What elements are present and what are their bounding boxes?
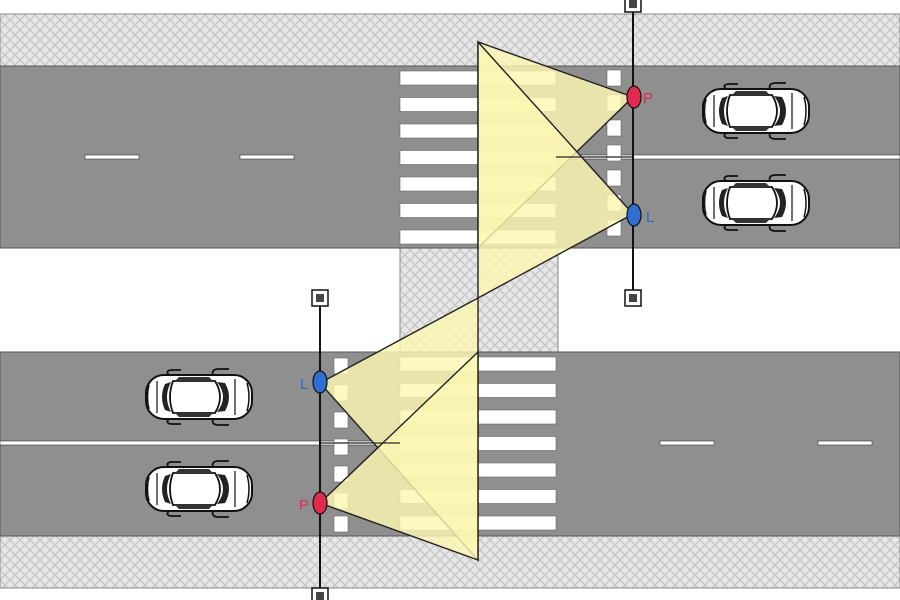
car-icon	[145, 460, 253, 518]
lamp-label-bottom-p: P	[299, 497, 309, 514]
car-icon	[145, 368, 253, 426]
car-icon	[702, 174, 810, 232]
lamp-head-top-p	[626, 85, 642, 109]
street-lamp-icon	[319, 0, 634, 600]
light-cone-top-l	[477, 40, 635, 300]
lamp-head-bottom-l	[312, 370, 328, 394]
car-icon	[702, 82, 810, 140]
light-cone-bottom-p	[318, 350, 479, 561]
lamp-label-top-p: P	[643, 90, 653, 107]
pole-base-icon	[624, 289, 642, 307]
lamp-head-bottom-p	[312, 491, 328, 515]
pole-base-icon	[624, 0, 642, 13]
light-cones	[318, 40, 635, 562]
lamp-head-top-l	[626, 203, 642, 227]
sidewalk-top	[0, 13, 900, 67]
pole-base-icon	[311, 289, 329, 307]
pole-base-icon	[311, 587, 329, 600]
lamp-label-bottom-l: L	[300, 376, 308, 393]
lamp-label-top-l: L	[646, 209, 654, 226]
